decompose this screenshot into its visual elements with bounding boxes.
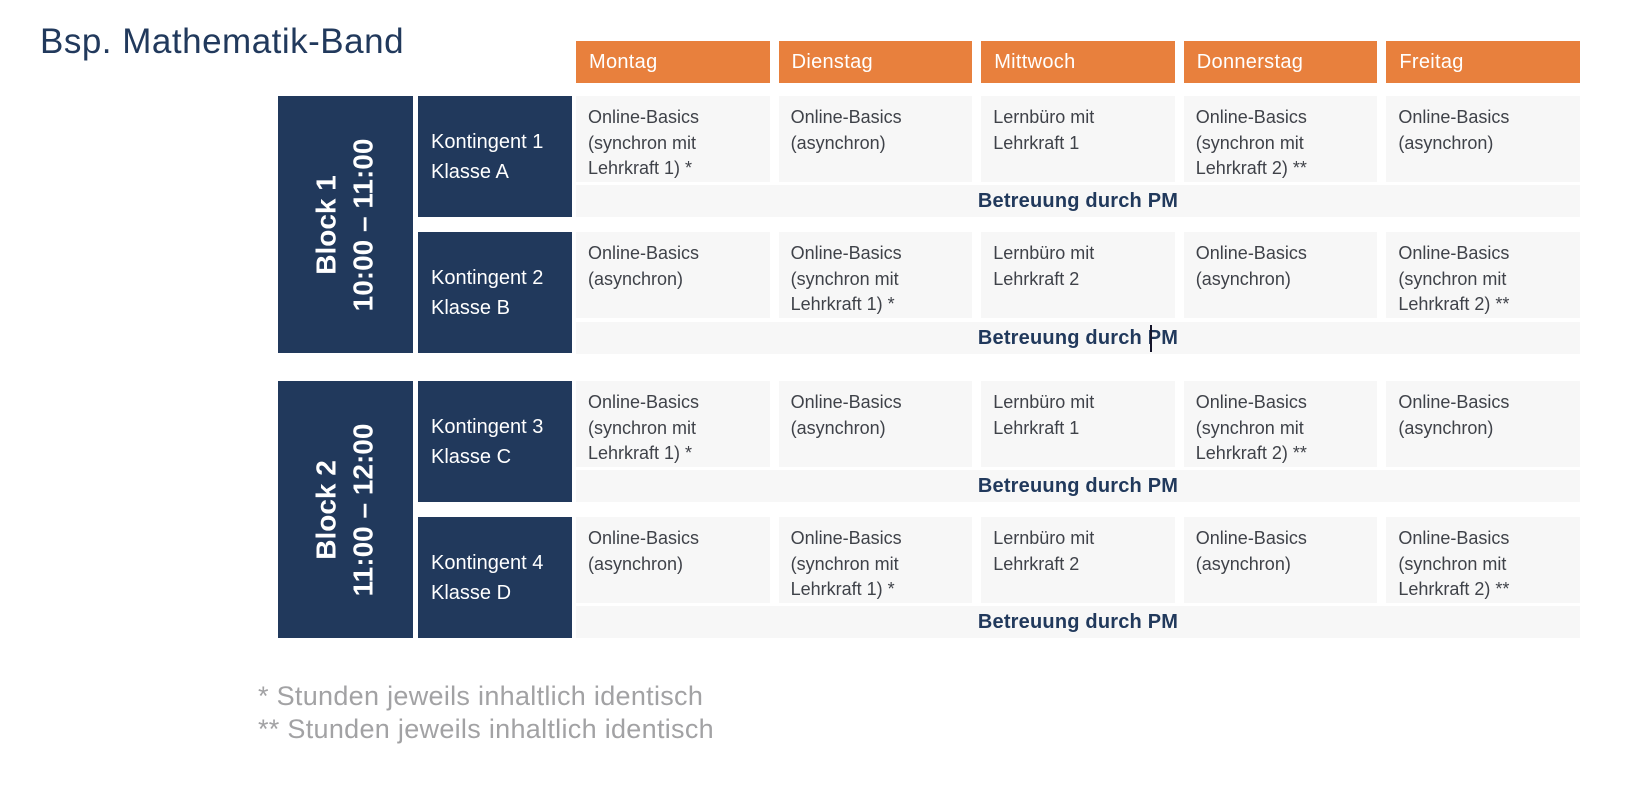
block-2-label: Block 2 11:00 – 12:00 [278, 381, 413, 638]
schedule-cell: Lernbüro mit Lehrkraft 1 [981, 381, 1175, 467]
schedule-cell: Online-Basics (asynchron) [1183, 232, 1378, 318]
schedule-cell: Online-Basics (synchron mit Lehrkraft 1)… [576, 96, 770, 182]
kontingent-1-box: Kontingent 1 Klasse A [418, 96, 572, 217]
schedule-cell: Online-Basics (asynchron) [1183, 517, 1378, 603]
day-header-dienstag: Dienstag [778, 41, 973, 83]
page-title: Bsp. Mathematik-Band [40, 22, 405, 61]
block-2-name: Block 2 [310, 459, 342, 560]
schedule-cell: Online-Basics (asynchron) [778, 381, 973, 467]
schedule-cell: Online-Basics (synchron mit Lehrkraft 1)… [778, 232, 973, 318]
kontingent-3-box: Kontingent 3 Klasse C [418, 381, 572, 502]
schedule-cell: Online-Basics (asynchron) [576, 517, 770, 603]
block-1-label-text: Block 1 10:00 – 11:00 [309, 138, 383, 311]
schedule-cell: Lernbüro mit Lehrkraft 2 [981, 517, 1175, 603]
footnote-2: ** Stunden jeweils inhaltlich identisch [258, 713, 714, 744]
schedule-row-kontingent-3: Online-Basics (synchron mit Lehrkraft 1)… [576, 381, 1580, 467]
footnotes: * Stunden jeweils inhaltlich identisch *… [258, 680, 714, 746]
day-header-freitag: Freitag [1386, 41, 1580, 83]
schedule-row-kontingent-1: Online-Basics (synchron mit Lehrkraft 1)… [576, 96, 1580, 182]
schedule-row-kontingent-4: Online-Basics (asynchron) Online-Basics … [576, 517, 1580, 603]
kontingent-2-klasse: Klasse B [431, 296, 510, 319]
schedule-cell: Online-Basics (synchron mit Lehrkraft 2)… [1183, 96, 1378, 182]
day-header-mittwoch: Mittwoch [981, 41, 1175, 83]
kontingent-4-box: Kontingent 4 Klasse D [418, 517, 572, 638]
kontingent-1-klasse: Klasse A [431, 160, 509, 183]
block-2-label-text: Block 2 11:00 – 12:00 [309, 423, 383, 596]
schedule-cell: Online-Basics (synchron mit Lehrkraft 2)… [1183, 381, 1378, 467]
schedule-cell: Online-Basics (synchron mit Lehrkraft 1)… [576, 381, 770, 467]
block-1-time: 10:00 – 11:00 [347, 138, 379, 311]
footnote-1: * Stunden jeweils inhaltlich identisch [258, 681, 704, 711]
block-1-name: Block 1 [310, 174, 342, 275]
schedule-cell: Online-Basics (asynchron) [576, 232, 770, 318]
schedule-cell: Online-Basics (synchron mit Lehrkraft 2)… [1386, 232, 1580, 318]
betreuung-strip-4: Betreuung durch PM [576, 606, 1580, 638]
schedule-cell: Lernbüro mit Lehrkraft 2 [981, 232, 1175, 318]
kontingent-3-label: Kontingent 3 [431, 415, 544, 438]
kontingent-2-box: Kontingent 2 Klasse B [418, 232, 572, 353]
betreuung-strip-2[interactable]: Betreuung durch PM [576, 322, 1580, 354]
kontingent-3-klasse: Klasse C [431, 445, 512, 468]
schedule-cell: Online-Basics (asynchron) [1386, 96, 1580, 182]
kontingent-4-label: Kontingent 4 [431, 551, 544, 574]
block-2-time: 11:00 – 12:00 [347, 423, 379, 596]
schedule-row-kontingent-2: Online-Basics (asynchron) Online-Basics … [576, 232, 1580, 318]
schedule-cell: Online-Basics (synchron mit Lehrkraft 2)… [1386, 517, 1580, 603]
day-header-row: Montag Dienstag Mittwoch Donnerstag Frei… [576, 41, 1580, 83]
day-header-donnerstag: Donnerstag [1183, 41, 1378, 83]
betreuung-strip-3: Betreuung durch PM [576, 470, 1580, 502]
kontingent-1-label: Kontingent 1 [431, 130, 544, 153]
schedule-cell: Online-Basics (asynchron) [1386, 381, 1580, 467]
schedule-cell: Online-Basics (asynchron) [778, 96, 973, 182]
text-cursor [1150, 325, 1152, 352]
kontingent-2-label: Kontingent 2 [431, 266, 544, 289]
day-header-montag: Montag [576, 41, 770, 83]
block-1-label: Block 1 10:00 – 11:00 [278, 96, 413, 353]
schedule-cell: Online-Basics (synchron mit Lehrkraft 1)… [778, 517, 973, 603]
schedule-cell: Lernbüro mit Lehrkraft 1 [981, 96, 1175, 182]
betreuung-strip-1: Betreuung durch PM [576, 185, 1580, 217]
kontingent-4-klasse: Klasse D [431, 581, 512, 604]
